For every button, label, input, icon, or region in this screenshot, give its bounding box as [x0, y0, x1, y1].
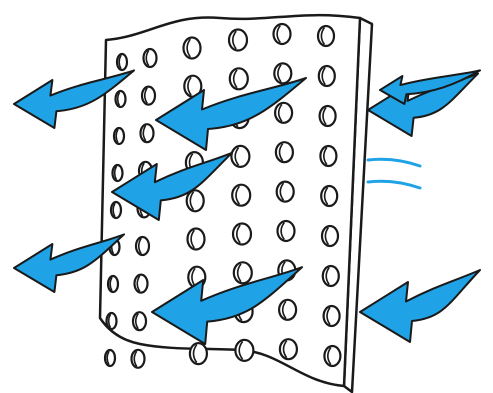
- panel-hole-shade: [278, 143, 284, 162]
- panel-hole: [275, 180, 295, 203]
- through-panel-airflow-arrow: [155, 77, 307, 151]
- panel-hole: [319, 144, 338, 168]
- panel-hole: [274, 141, 294, 164]
- panel-hole: [278, 338, 298, 361]
- panel-hole: [323, 344, 342, 368]
- panel-hole-shade: [133, 350, 138, 367]
- airflow-streak: [366, 157, 422, 168]
- panel-hole: [231, 222, 253, 246]
- panel-hole-shade: [145, 49, 150, 67]
- panel-hole-shade: [277, 64, 282, 83]
- panel-hole-shade: [136, 275, 141, 292]
- panel-hole-shade: [325, 267, 330, 285]
- panel-hole-shade: [232, 30, 237, 50]
- panel-hole-shade: [277, 103, 283, 122]
- panel-hole: [227, 28, 249, 52]
- panel-hole-shade: [116, 91, 121, 107]
- airflow-streak: [366, 179, 422, 190]
- panel-hole-shade: [326, 307, 331, 325]
- panel-face: [98, 13, 362, 388]
- panel-hole-shade: [134, 313, 139, 330]
- panel-hole-shade: [281, 300, 287, 319]
- panel-hole-shade: [238, 341, 244, 360]
- panel-hole: [273, 62, 293, 85]
- panel-hole-shade: [280, 222, 285, 240]
- panel-hole-shade: [320, 27, 326, 45]
- panel-hole-shade: [234, 147, 240, 166]
- panel-hole-shade: [235, 185, 241, 205]
- through-panel-airflow-arrow: [111, 151, 233, 221]
- panel-hole: [231, 183, 252, 207]
- outgoing-airflow-arrow: [13, 69, 135, 129]
- panel-hole: [278, 298, 298, 321]
- panel-hole: [321, 264, 340, 288]
- panel-hole-shade: [107, 313, 112, 329]
- panel-hole: [317, 64, 336, 88]
- panel-hole-shade: [323, 147, 328, 165]
- incoming-airflow-arrow: [359, 269, 481, 343]
- panel-hole: [230, 144, 251, 168]
- panel-hole-shade: [236, 224, 241, 244]
- panel-hole-shade: [112, 202, 116, 218]
- panel-hole: [232, 261, 253, 285]
- panel-hole-shade: [186, 38, 191, 58]
- panel-hole: [320, 184, 339, 208]
- panel-hole-shade: [106, 350, 110, 366]
- panel-hole-shade: [189, 191, 195, 211]
- incoming-airflow-arrow: [379, 69, 481, 105]
- panel-hole-shade: [323, 187, 329, 205]
- panel-hole-shade: [190, 229, 195, 249]
- panel-hole: [320, 224, 340, 248]
- panel-hole: [272, 22, 292, 46]
- panel-hole: [188, 342, 208, 366]
- panel-hole-shade: [279, 182, 285, 201]
- panel-hole-shade: [236, 263, 242, 283]
- panel-hole: [234, 338, 255, 362]
- panel-hole-shade: [142, 125, 147, 142]
- panel-hole-shade: [143, 87, 148, 104]
- airflow-arrows: [13, 69, 481, 345]
- panel-hole-shade: [115, 128, 119, 144]
- panel-hole: [322, 304, 341, 328]
- panel-hole-shade: [137, 237, 142, 255]
- panel-hole-shade: [327, 347, 332, 365]
- panel-hole-shade: [192, 344, 198, 363]
- through-panel-airflow-arrow: [151, 266, 303, 345]
- panel-hole: [228, 67, 249, 91]
- panel-hole: [185, 189, 205, 213]
- panel-hole-shade: [109, 276, 113, 292]
- panel-hole-shade: [276, 25, 281, 43]
- panel-hole: [276, 219, 296, 243]
- hole-grid: [103, 22, 342, 369]
- outgoing-airflow-arrow: [13, 233, 125, 293]
- panel-hole-shade: [187, 76, 192, 96]
- panel-hole-shade: [232, 69, 238, 89]
- panel-hole-shade: [322, 107, 327, 125]
- panel-hole: [182, 36, 202, 60]
- panel-hole-shade: [113, 165, 118, 181]
- panel-hole: [274, 101, 294, 124]
- panel-hole-shade: [321, 67, 326, 85]
- panel-hole: [318, 104, 337, 128]
- panel-hole: [186, 227, 206, 251]
- incoming-airflow-arrow: [367, 72, 479, 137]
- panel-hole-shade: [118, 54, 122, 70]
- panel-hole: [316, 24, 336, 48]
- panel-hole-shade: [324, 227, 330, 245]
- panel-hole-shade: [282, 340, 288, 359]
